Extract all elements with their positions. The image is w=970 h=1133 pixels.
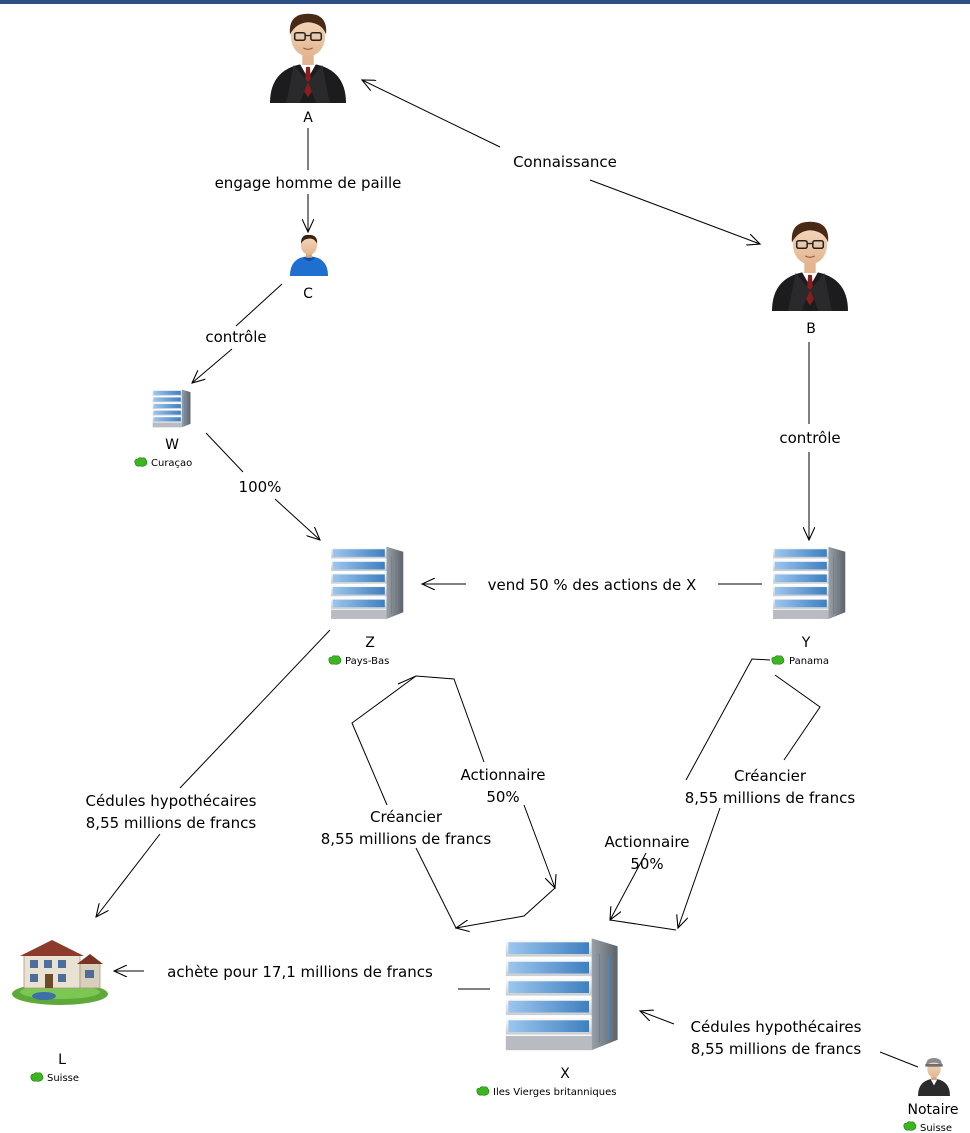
label-creancier-z-1: Créancier — [370, 808, 443, 826]
person-icon — [289, 234, 329, 276]
edge-y-x-bottom — [609, 919, 677, 931]
country-notaire: Suisse — [920, 1123, 952, 1133]
edge-y-x-creancier-upper — [774, 674, 821, 761]
country-y: Panama — [789, 656, 829, 667]
flag-icon — [476, 1086, 490, 1096]
node-w: W Curaçao — [134, 389, 192, 469]
edge-z-x-creancier-middle — [415, 847, 457, 929]
country-l: Suisse — [47, 1073, 79, 1084]
house-icon — [11, 939, 109, 1006]
node-label-notaire: Notaire — [907, 1102, 958, 1118]
country-z: Pays-Bas — [345, 656, 389, 667]
label-100pct: 100% — [239, 478, 282, 496]
node-l: L Suisse — [11, 939, 109, 1084]
edge-notaire-x-right — [879, 1051, 919, 1068]
node-y: Y Panama — [771, 546, 846, 667]
edge-a-b-upper — [362, 80, 501, 148]
label-controle-c-w: contrôle — [205, 328, 266, 346]
edge-c-w-upper — [235, 283, 283, 327]
edge-a-b-lower — [589, 179, 760, 244]
window-top-bar — [0, 0, 970, 4]
node-label-b: B — [806, 321, 816, 337]
label-creancier-y-2: 8,55 millions de francs — [685, 789, 856, 807]
flag-icon — [328, 655, 342, 665]
notary-icon — [918, 1058, 950, 1096]
edge-z-l-lower — [96, 833, 161, 917]
flag-icon — [134, 457, 148, 467]
office-building-icon — [772, 546, 846, 620]
country-w: Curaçao — [151, 458, 192, 469]
node-a: A — [269, 12, 347, 126]
label-connaissance: Connaissance — [513, 153, 617, 171]
node-label-z: Z — [365, 635, 375, 651]
node-x: X Iles Vierges britanniques — [476, 937, 619, 1098]
flag-icon — [30, 1072, 44, 1082]
edge-w-z-lower — [274, 498, 320, 540]
label-achete: achète pour 17,1 millions de francs — [167, 963, 433, 981]
label-actionnaire-z-1: Actionnaire — [461, 766, 546, 784]
edge-notaire-x-left — [640, 1011, 675, 1025]
node-label-w: W — [165, 437, 179, 453]
office-building-icon — [152, 389, 191, 428]
label-creancier-y-1: Créancier — [734, 767, 807, 785]
businessman-icon — [269, 12, 347, 103]
node-label-a: A — [303, 110, 313, 126]
label-creancier-z-2: 8,55 millions de francs — [321, 830, 492, 848]
label-cedules-notaire-1: Cédules hypothécaires — [691, 1018, 862, 1036]
edge-labels: Connaissance engage homme de paille cont… — [86, 153, 862, 1058]
label-vend: vend 50 % des actions de X — [488, 576, 697, 594]
node-label-x: X — [560, 1066, 570, 1082]
flag-icon — [771, 655, 785, 665]
flag-icon — [903, 1121, 917, 1131]
edge-z-x-actionnaire-upper — [397, 675, 485, 763]
node-b: B — [771, 220, 849, 337]
edge-c-w-lower — [192, 348, 233, 383]
edge-y-x-actionnaire-lower — [610, 852, 647, 920]
office-building-icon — [330, 546, 404, 620]
label-actionnaire-y-2: 50% — [630, 855, 663, 873]
country-x: Iles Vierges britanniques — [493, 1087, 616, 1098]
label-cedules-z-l-1: Cédules hypothécaires — [86, 792, 257, 810]
edge-w-z-upper — [205, 432, 244, 473]
node-label-y: Y — [801, 635, 811, 651]
label-actionnaire-y-1: Actionnaire — [605, 833, 690, 851]
label-engage: engage homme de paille — [215, 174, 402, 192]
edge-z-l-upper — [179, 629, 331, 789]
label-actionnaire-z-2: 50% — [486, 788, 519, 806]
node-label-l: L — [58, 1052, 66, 1068]
edge-z-x-creancier-upper — [351, 675, 417, 806]
edge-y-x-creancier-lower — [678, 807, 721, 928]
node-c: C — [289, 234, 329, 302]
label-cedules-z-l-2: 8,55 millions de francs — [86, 814, 257, 832]
edge-z-x-actionnaire-lower — [523, 804, 555, 888]
edge-y-x-actionnaire-upper — [685, 658, 771, 781]
edge-z-x-creancier-lower — [456, 887, 556, 928]
node-label-c: C — [303, 286, 313, 302]
node-z: Z Pays-Bas — [328, 546, 404, 667]
edges — [96, 80, 919, 1068]
label-controle-b-y: contrôle — [779, 429, 840, 447]
label-cedules-notaire-2: 8,55 millions de francs — [691, 1040, 862, 1058]
node-notaire: Notaire Suisse — [903, 1058, 959, 1133]
businessman-icon — [771, 220, 849, 311]
office-building-icon — [505, 937, 619, 1051]
